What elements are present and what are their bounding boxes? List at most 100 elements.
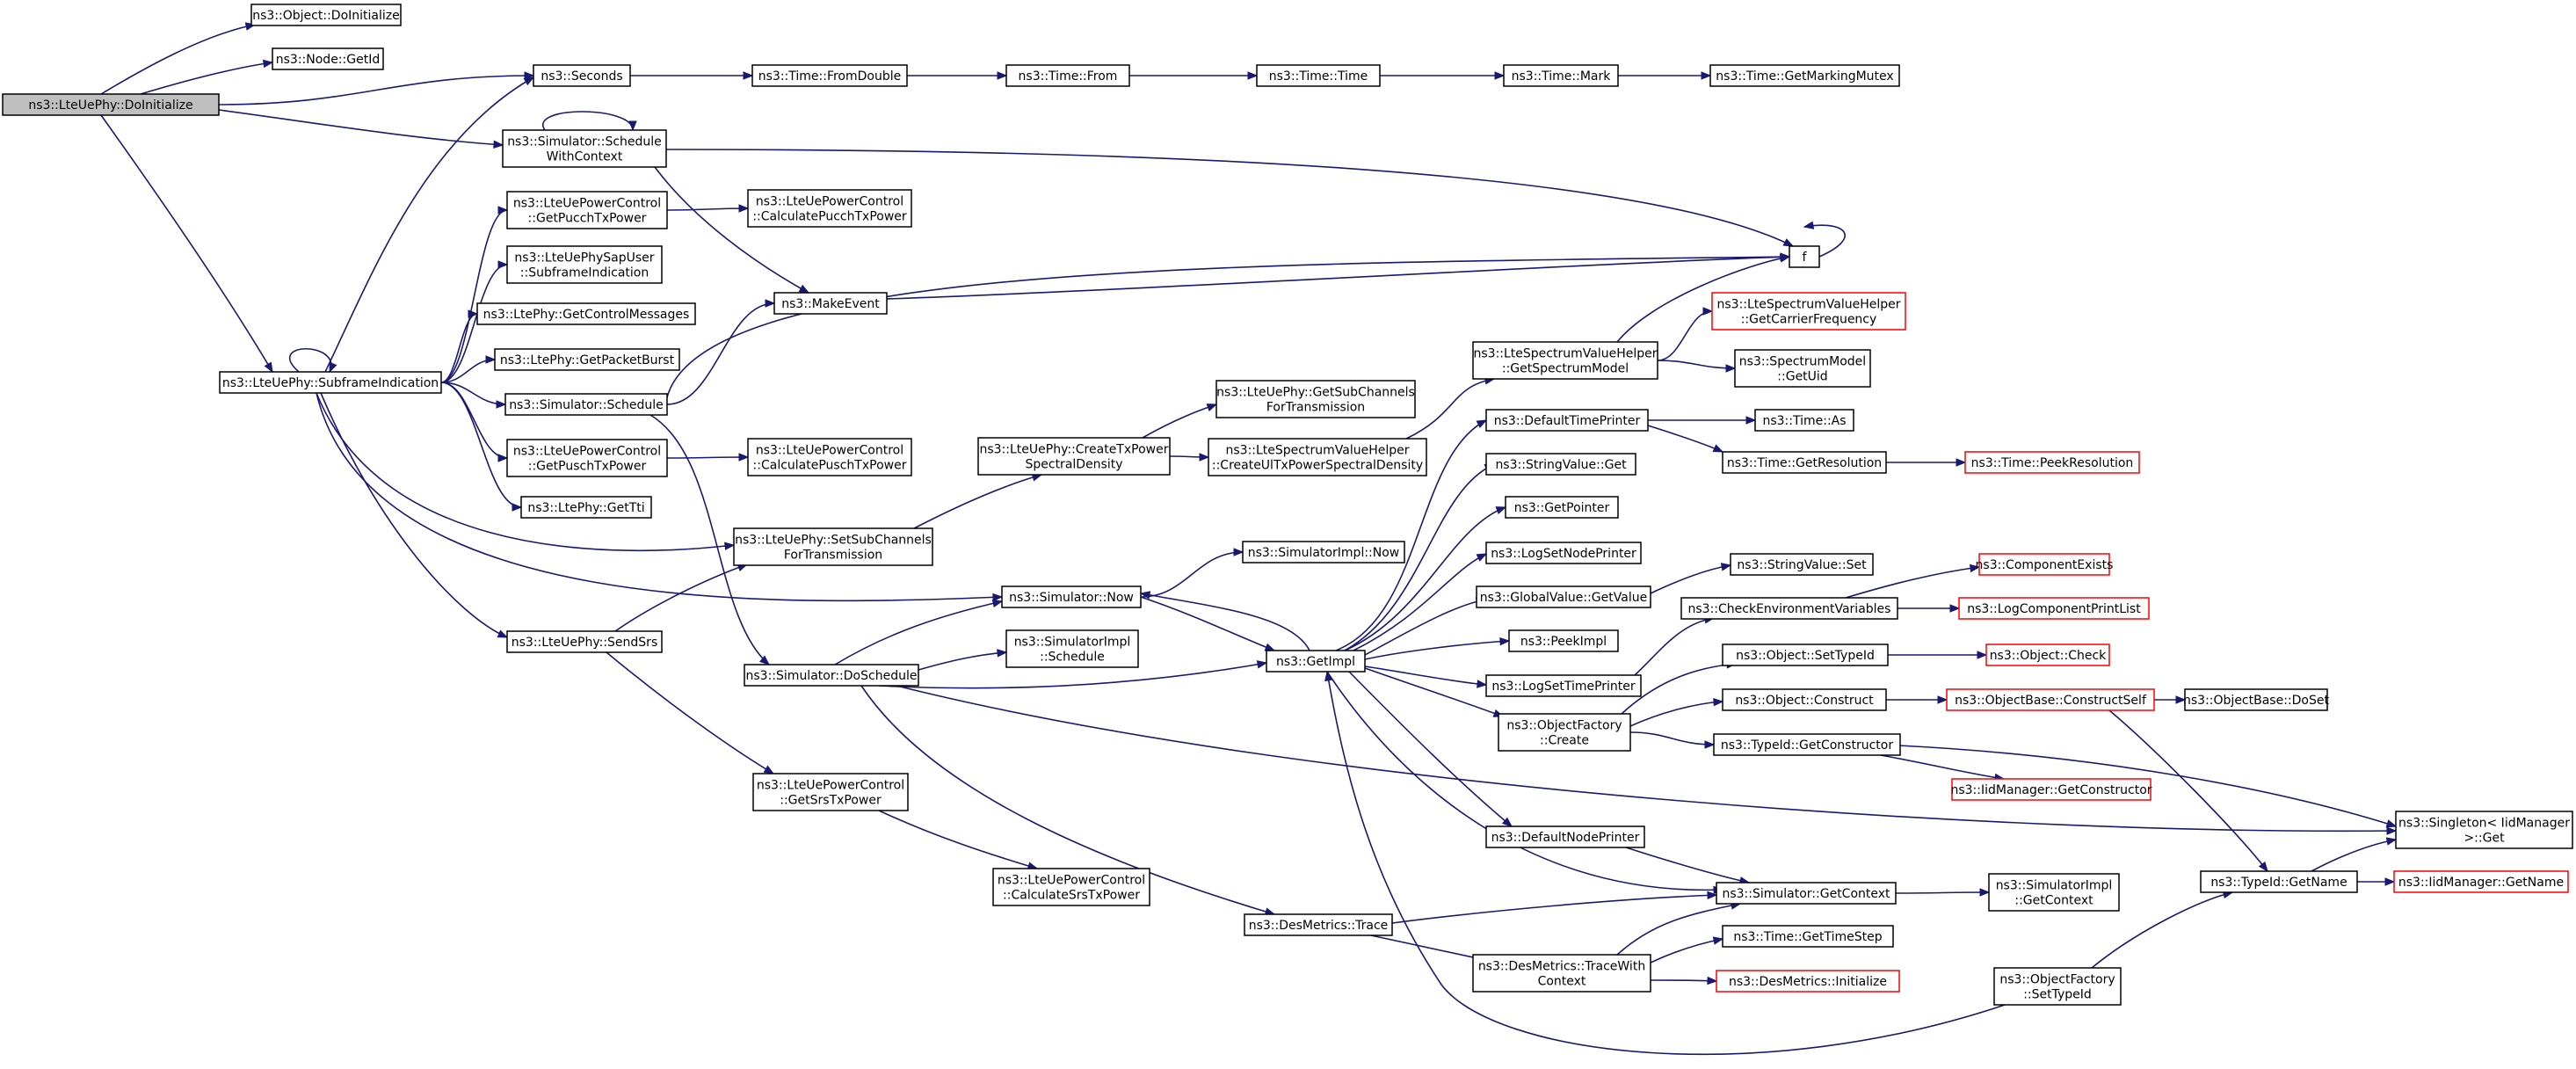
function-node-simgetctx[interactable]: ns3::Simulator::GetContext: [1716, 882, 1897, 905]
function-node-mark[interactable]: ns3::Time::Mark: [1503, 64, 1619, 87]
function-node-logsetnode[interactable]: ns3::LogSetNodePrinter: [1485, 542, 1642, 564]
function-node-getcarrier[interactable]: ns3::LteSpectrumValueHelper::GetCarrierF…: [1711, 292, 1906, 331]
call-edge-simnow-to-simimplnow: [1140, 548, 1244, 598]
function-node-compexists[interactable]: ns3::ComponentExists: [1976, 553, 2114, 576]
function-node-getpointer[interactable]: ns3::GetPointer: [1505, 496, 1619, 519]
node-label: ns3::Simulator::DoSchedule: [746, 669, 918, 683]
edge-line: [316, 392, 1003, 602]
call-edge-subframe-to-getpucch: [440, 206, 509, 383]
node-label: ns3::ObjectBase::ConstructSelf: [1955, 694, 2147, 708]
function-node-strvalset[interactable]: ns3::StringValue::Set: [1730, 553, 1874, 576]
function-node-peekimpl[interactable]: ns3::PeekImpl: [1508, 629, 1619, 652]
edge-line: [1140, 551, 1244, 598]
function-node-createtxpsd[interactable]: ns3::LteUePhy::CreateTxPowerSpectralDens…: [977, 437, 1171, 476]
function-node-iidgetctor[interactable]: ns3::IidManager::GetConstructor: [1950, 778, 2152, 801]
function-node-objcheck[interactable]: ns3::Object::Check: [1985, 644, 2110, 666]
edge-line: [918, 651, 1007, 671]
function-node-seconds[interactable]: ns3::Seconds: [533, 64, 631, 87]
function-node-strvalget[interactable]: ns3::StringValue::Get: [1485, 453, 1636, 476]
arrowhead-icon: [1712, 444, 1724, 453]
function-node-calcpusch[interactable]: ns3::LteUePowerControl::CalculatePuschTx…: [747, 438, 912, 476]
function-node-desminit[interactable]: ns3::DesMetrics::Initialize: [1716, 970, 1900, 993]
function-node-subframe[interactable]: ns3::LteUePhy::SubframeIndication: [219, 371, 442, 394]
function-node-gettti[interactable]: ns3::LtePhy::GetTti: [520, 496, 652, 519]
node-box: [1716, 882, 1897, 905]
function-node-timetime[interactable]: ns3::Time::Time: [1256, 64, 1381, 87]
function-node-getctrlmsg[interactable]: ns3::LtePhy::GetControlMessages: [476, 302, 696, 325]
function-node-peekres[interactable]: ns3::Time::PeekResolution: [1964, 451, 2140, 474]
function-node-nodegetid[interactable]: ns3::Node::GetId: [272, 47, 384, 70]
node-label: ::CreateUlTxPowerSpectralDensity: [1212, 459, 1423, 473]
edge-line: [654, 166, 809, 294]
function-node-specuid[interactable]: ns3::SpectrumModel::GetUid: [1734, 349, 1871, 388]
function-node-getres[interactable]: ns3::Time::GetResolution: [1722, 451, 1887, 474]
function-node-constructself[interactable]: ns3::ObjectBase::ConstructSelf: [1946, 688, 2155, 711]
edge-line: [1616, 256, 1790, 343]
function-node-defnodeprinter[interactable]: ns3::DefaultNodePrinter: [1485, 825, 1645, 848]
call-edge-getsrs-to-calcsrs: [878, 810, 1039, 870]
function-node-simnow[interactable]: ns3::Simulator::Now: [1001, 585, 1142, 608]
node-label: ns3::LteUePowerControl: [513, 197, 661, 211]
function-node-setsubch[interactable]: ns3::LteUePhy::SetSubChannelsForTransmis…: [733, 527, 933, 566]
arrowhead-icon: [628, 120, 637, 132]
function-node-getsubch[interactable]: ns3::LteUePhy::GetSubChannelsForTransmis…: [1215, 380, 1416, 418]
function-node-sendsrs[interactable]: ns3::LteUePhy::SendSrs: [506, 630, 663, 653]
function-node-getsrs[interactable]: ns3::LteUePowerControl::GetSrsTxPower: [752, 773, 909, 811]
function-node-desmtrace[interactable]: ns3::DesMetrics::Trace: [1244, 913, 1393, 936]
node-label: ::CalculatePucchTxPower: [752, 210, 907, 224]
node-box: [533, 64, 631, 87]
function-node-createulpsd[interactable]: ns3::LteSpectrumValueHelper::CreateUlTxP…: [1208, 438, 1427, 476]
function-node-makeevent[interactable]: ns3::MakeEvent: [773, 292, 888, 315]
call-edge-doschedule-to-getimpl: [878, 660, 1268, 689]
function-node-f[interactable]: f: [1789, 245, 1820, 268]
function-node-objfactcreate[interactable]: ns3::ObjectFactory::Create: [1498, 713, 1631, 752]
node-box: [977, 437, 1171, 476]
function-node-checkenv[interactable]: ns3::CheckEnvironmentVariables: [1680, 597, 1898, 620]
function-node-getpusch[interactable]: ns3::LteUePowerControl::GetPuschTxPower: [506, 439, 668, 477]
function-node-calcpucch[interactable]: ns3::LteUePowerControl::CalculatePucchTx…: [747, 189, 912, 228]
function-node-root[interactable]: ns3::LteUePhy::DoInitialize: [2, 93, 220, 116]
function-node-simschedule[interactable]: ns3::Simulator::Schedule: [504, 393, 668, 416]
function-node-fromdouble[interactable]: ns3::Time::FromDouble: [751, 64, 908, 87]
function-node-singleton[interactable]: ns3::Singleton< IidManager>::Get: [2395, 811, 2573, 849]
function-node-objinit[interactable]: ns3::Object::DoInitialize: [250, 4, 402, 26]
function-node-calcsrs[interactable]: ns3::LteUePowerControl::CalculateSrsTxPo…: [992, 868, 1150, 906]
function-node-logcomplist[interactable]: ns3::LogComponentPrintList: [1958, 597, 2150, 620]
edge-line: [1364, 599, 1486, 656]
function-node-deftimeprinter[interactable]: ns3::DefaultTimePrinter: [1485, 409, 1649, 432]
function-node-getpktburst[interactable]: ns3::LtePhy::GetPacketBurst: [494, 348, 680, 371]
edge-line: [1616, 903, 1741, 956]
function-node-doschedule[interactable]: ns3::Simulator::DoSchedule: [744, 664, 919, 687]
call-edge-subframe-to-sapuser: [440, 260, 509, 383]
arrowhead-icon: [1725, 364, 1737, 373]
function-node-from[interactable]: ns3::Time::From: [1005, 64, 1130, 87]
function-node-globalvalget[interactable]: ns3::GlobalValue::GetValue: [1476, 585, 1651, 608]
function-node-timeas[interactable]: ns3::Time::As: [1754, 409, 1854, 432]
function-node-getimpl[interactable]: ns3::GetImpl: [1266, 650, 1366, 673]
function-node-typeidgetctor[interactable]: ns3::TypeId::GetConstructor: [1713, 733, 1901, 756]
call-edge-seconds-to-fromdouble: [629, 71, 754, 80]
function-node-markmutex[interactable]: ns3::Time::GetMarkingMutex: [1709, 64, 1900, 87]
function-node-objfactsettid[interactable]: ns3::ObjectFactory::SetTypeId: [1993, 967, 2122, 1006]
function-node-timestep[interactable]: ns3::Time::GetTimeStep: [1722, 925, 1894, 948]
node-label: ns3::Singleton< IidManager: [2398, 817, 2570, 831]
function-node-typeidgetname[interactable]: ns3::TypeId::GetName: [2200, 870, 2358, 893]
node-label: ns3::Object::Construct: [1735, 694, 1874, 708]
call-edge-checkenv-to-compexists: [1845, 564, 1981, 599]
function-node-iidgetname[interactable]: ns3::IidManager::GetName: [2393, 870, 2569, 893]
function-node-getspecmodel[interactable]: ns3::LteSpectrumValueHelper::GetSpectrum…: [1472, 341, 1658, 380]
function-node-simimplnow[interactable]: ns3::SimulatorImpl::Now: [1242, 541, 1405, 564]
call-edge-objfactcreate-to-objconstruct: [1629, 697, 1724, 727]
function-node-getpucch[interactable]: ns3::LteUePowerControl::GetPucchTxPower: [506, 191, 668, 229]
function-node-doset[interactable]: ns3::ObjectBase::DoSet: [2183, 688, 2329, 711]
function-node-simimplsched[interactable]: ns3::SimulatorImpl::Schedule: [1005, 629, 1139, 668]
function-node-sapuser[interactable]: ns3::LteUePhySapUser::SubframeIndication: [506, 245, 663, 284]
call-edge-doschedule-to-simnow: [834, 599, 1004, 665]
function-node-settypeid[interactable]: ns3::Object::SetTypeId: [1722, 644, 1889, 666]
function-node-objconstruct[interactable]: ns3::Object::Construct: [1722, 688, 1887, 711]
function-node-logsettime[interactable]: ns3::LogSetTimePrinter: [1485, 674, 1642, 697]
function-node-simimplgetctx[interactable]: ns3::SimulatorImpl::GetContext: [1988, 873, 2120, 912]
call-edge-getimpl-to-simgetctx: [1326, 671, 1724, 895]
